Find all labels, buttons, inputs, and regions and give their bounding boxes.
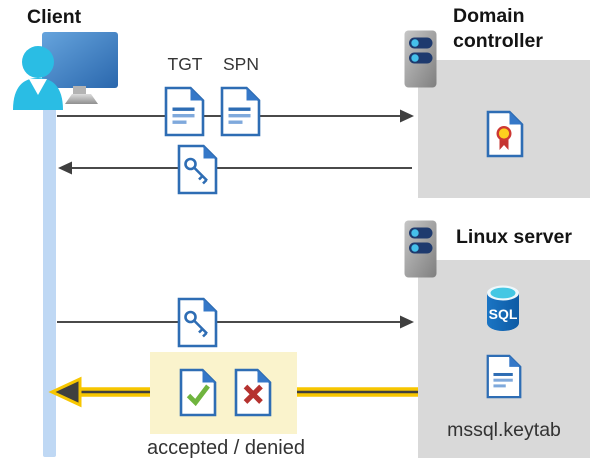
sql-database-icon: SQL [487, 285, 519, 331]
domain-controller-server-icon [404, 30, 437, 88]
client-title: Client [27, 6, 82, 28]
tgt-label: TGT [167, 54, 203, 74]
monitor-icon [42, 32, 118, 88]
client-icon [13, 32, 118, 110]
certificate-icon [486, 110, 524, 158]
keytab-file-icon [486, 354, 522, 399]
result-label: accepted / denied [147, 437, 305, 459]
keytab-label: mssql.keytab [447, 419, 561, 441]
domain-controller-title: Domain controller [453, 5, 543, 52]
denied-x-icon [234, 368, 272, 417]
service-ticket-key-icon-2 [177, 297, 218, 348]
result-highlight-box [150, 352, 297, 434]
client-lifeline [43, 96, 56, 457]
person-icon [13, 46, 63, 110]
linux-server-title: Linux server [456, 226, 572, 248]
service-ticket-key-icon [177, 144, 218, 195]
accepted-check-icon [179, 368, 217, 417]
spn-document-icon [220, 86, 261, 137]
linux-server-server-icon [404, 220, 437, 278]
sql-badge-text: SQL [489, 306, 518, 322]
arrow-dc-to-client [58, 161, 412, 175]
tgt-document-icon [164, 86, 205, 137]
spn-label: SPN [223, 54, 259, 74]
arrow-client-to-linux [57, 315, 414, 329]
